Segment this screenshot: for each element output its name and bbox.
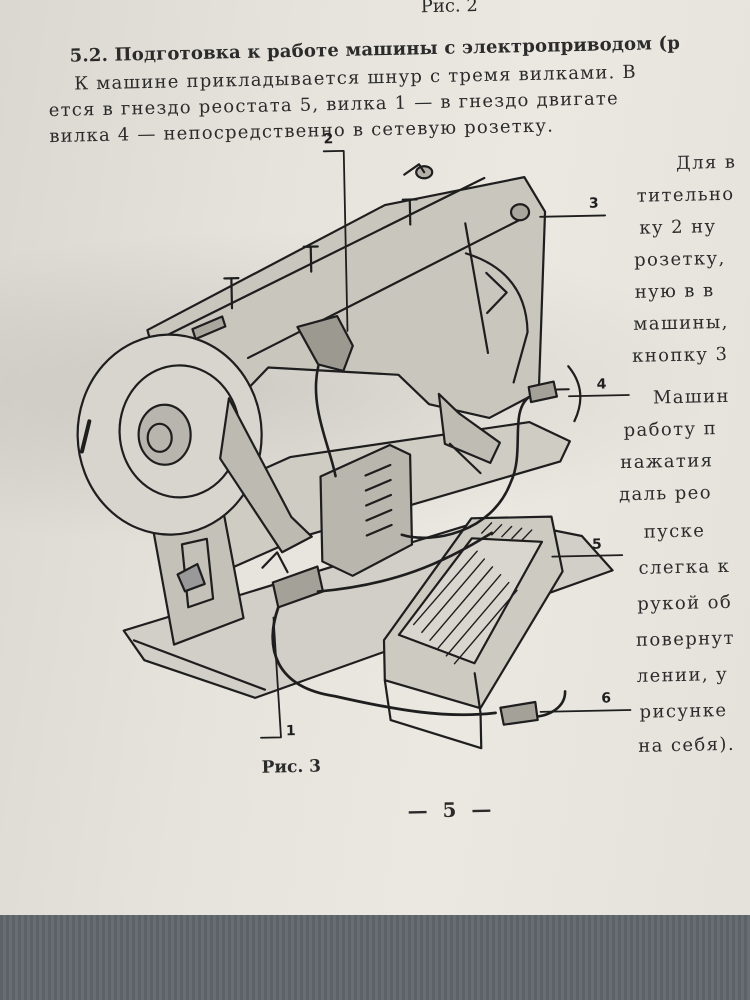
background-fabric [0,915,750,1000]
callout-3: 3 [588,195,599,212]
page-number: — 5 — [407,796,496,823]
callout-2: 2 [323,131,334,148]
callout-1: 1 [285,723,296,740]
callout-5: 5 [591,536,602,553]
callout-6: 6 [601,690,612,707]
figure-3-caption: Рис. 3 [261,756,322,778]
sewing-machine-illustration [76,150,632,750]
callout-4: 4 [596,376,607,393]
manual-page: ⌐ ⌐ ∽ ∫ ∕ Рис. 2 5.2. Подготовка к работ… [0,0,750,934]
